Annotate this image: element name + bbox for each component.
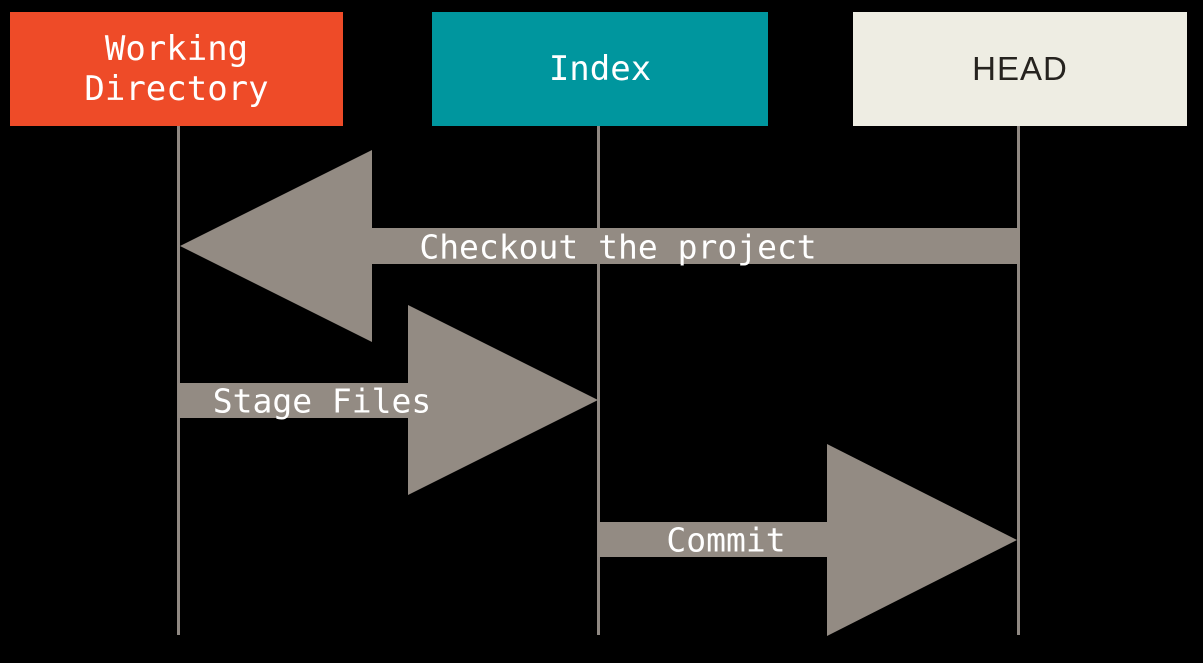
index-lifeline	[597, 126, 600, 635]
stage-arrow-shaft	[178, 383, 409, 418]
index-box: Index	[432, 12, 768, 126]
stage-arrow-label: Stage Files	[212, 381, 432, 421]
checkout-arrowhead-icon	[180, 150, 372, 342]
working-directory-box: Working Directory	[10, 12, 343, 126]
checkout-arrow-label: Checkout the project	[419, 227, 817, 267]
checkout-arrow-shaft	[371, 228, 1020, 264]
commit-arrow-shaft	[598, 522, 828, 557]
head-label: HEAD	[972, 50, 1068, 87]
working-directory-lifeline	[177, 126, 180, 635]
working-directory-label: Working Directory	[84, 29, 269, 109]
head-box: HEAD	[853, 12, 1187, 126]
stage-arrowhead-icon	[408, 305, 598, 495]
commit-arrow-label: Commit	[666, 520, 786, 560]
head-lifeline	[1017, 126, 1020, 635]
index-label: Index	[548, 49, 652, 89]
commit-arrowhead-icon	[827, 444, 1017, 636]
